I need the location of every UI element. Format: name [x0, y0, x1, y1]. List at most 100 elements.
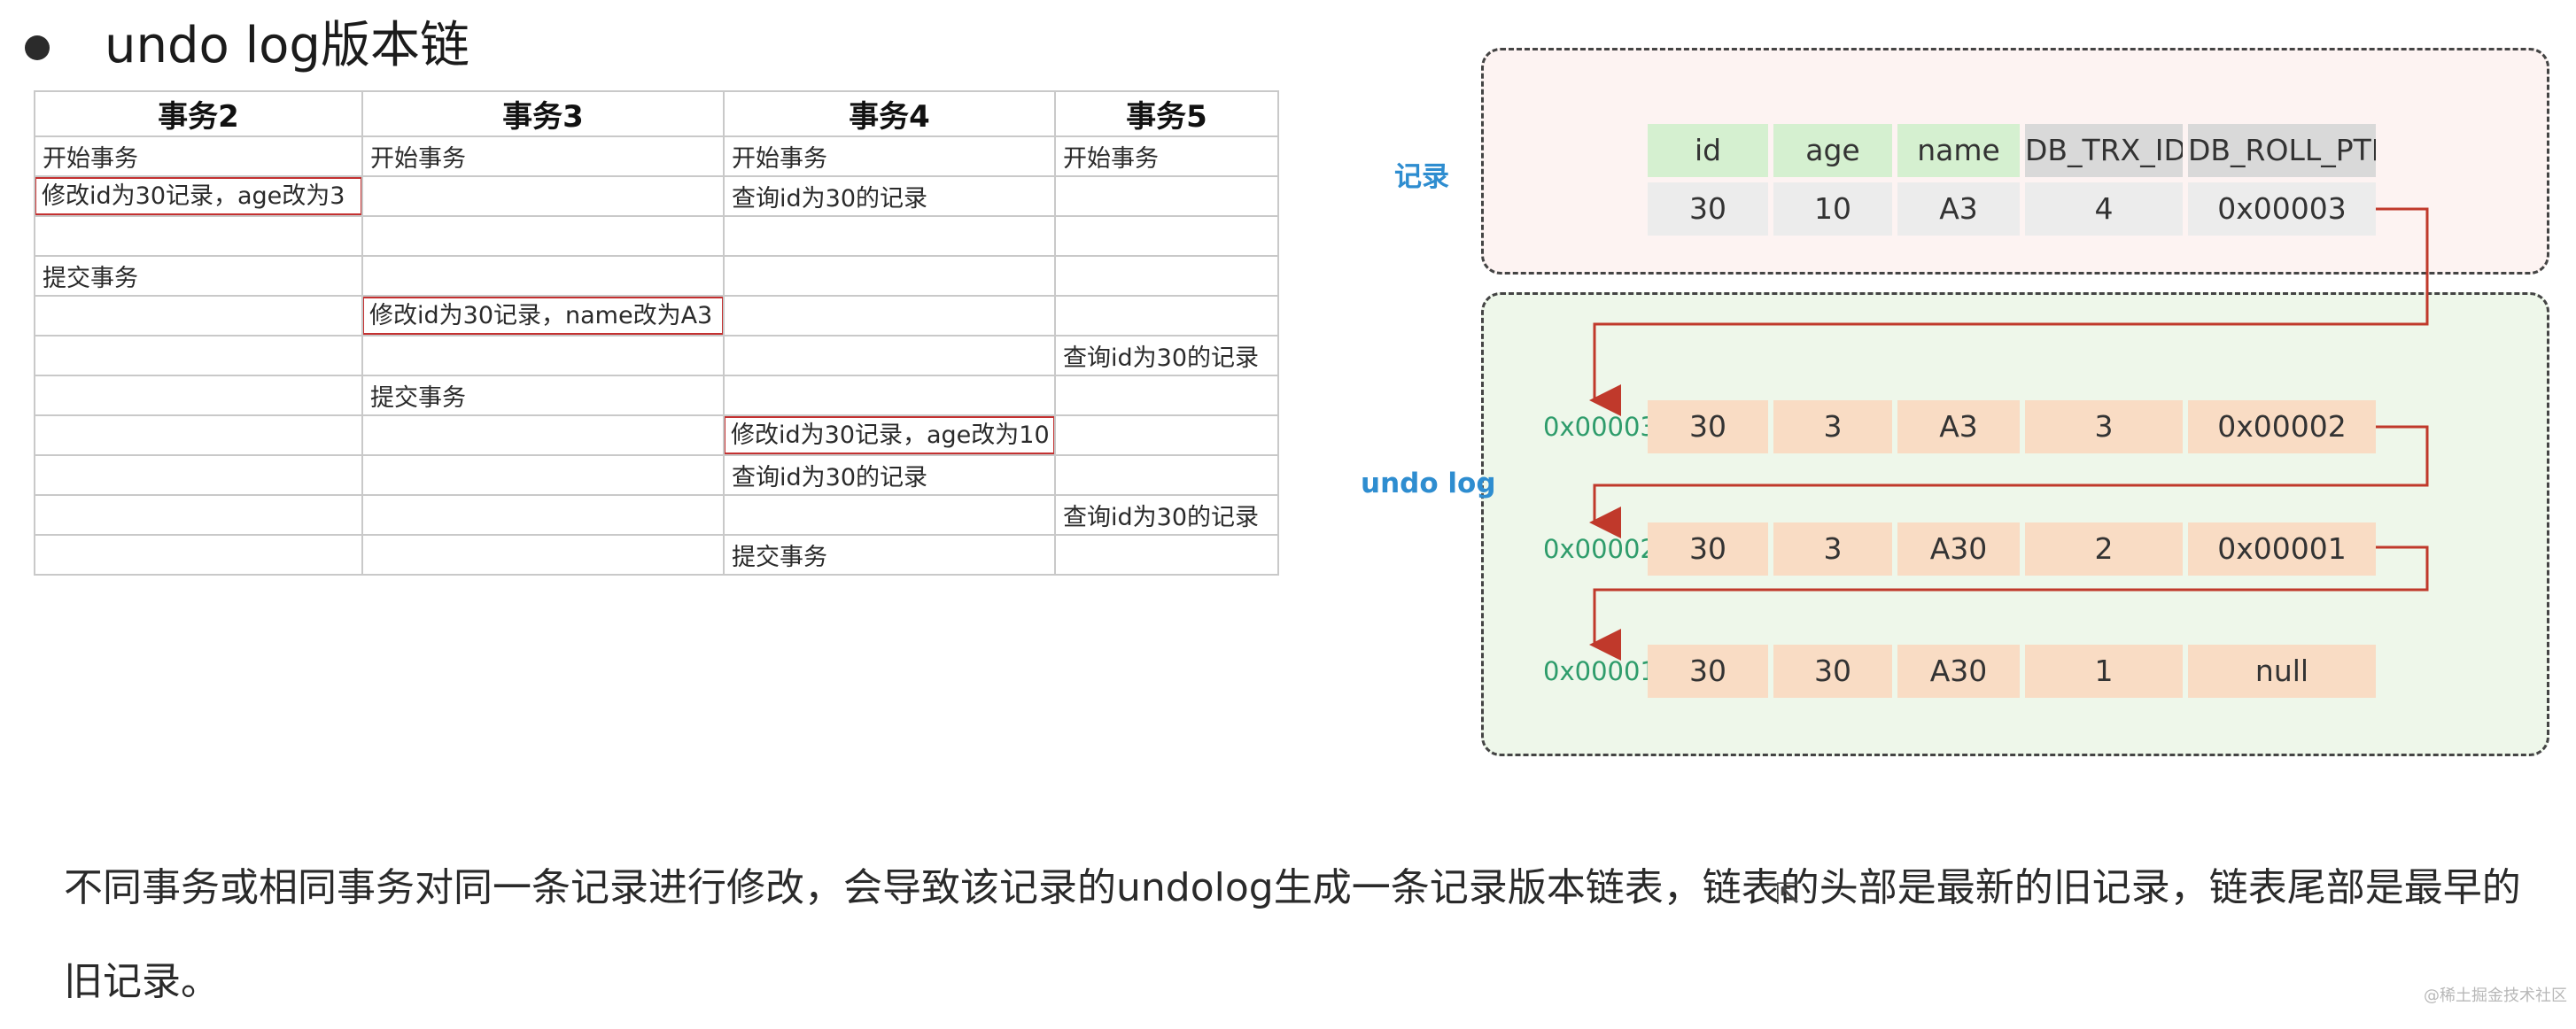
heading-bullet [25, 35, 50, 60]
undo-value-cell: A30 [1897, 645, 2020, 698]
watermark: @稀土掘金技术社区 [2424, 986, 2567, 1005]
table-row: 修改id为30记录，age改为10 [34, 414, 1279, 456]
column-header: 事务5 [1054, 90, 1279, 137]
table-cell [361, 215, 725, 257]
table-cell [1054, 215, 1279, 257]
record-column-header: id [1648, 124, 1768, 177]
table-cell [723, 295, 1056, 337]
table-row: 提交事务 [34, 255, 1279, 297]
table-cell [723, 494, 1056, 536]
table-cell [361, 494, 725, 536]
column-header: 事务2 [34, 90, 363, 137]
undo-value-cell: 3 [1773, 400, 1892, 453]
table-cell: 开始事务 [361, 135, 725, 177]
undo-value-cell: 3 [1773, 522, 1892, 576]
undo-value-cell: 30 [1648, 645, 1768, 698]
table-cell: 查询id为30的记录 [1054, 494, 1279, 536]
table-cell [723, 375, 1056, 416]
undo-value-cell: 3 [2025, 400, 2183, 453]
undo-value-cell: 30 [1773, 645, 1892, 698]
table-cell [1054, 534, 1279, 576]
table-cell [34, 534, 363, 576]
record-column-header: name [1897, 124, 2020, 177]
table-cell [34, 215, 363, 257]
highlighted-update-cell: 修改id为30记录，age改为3 [36, 178, 361, 214]
table-cell: 提交事务 [361, 375, 725, 416]
table-cell [34, 295, 363, 337]
table-cell: 提交事务 [723, 534, 1056, 576]
table-row: 修改id为30记录，age改为3 查询id为30的记录 [34, 175, 1279, 217]
column-header: 事务3 [361, 90, 725, 137]
undo-value-cell: A3 [1897, 400, 2020, 453]
table-cell [1054, 414, 1279, 456]
table-row: 开始事务开始事务开始事务开始事务 [34, 135, 1279, 177]
undo-value-cell: null [2188, 645, 2376, 698]
table-cell [1054, 295, 1279, 337]
record-value-cell: 4 [2025, 182, 2183, 236]
page-title: undo log版本链 [105, 17, 469, 74]
table-cell [1054, 375, 1279, 416]
table-cell: 查询id为30的记录 [1054, 335, 1279, 376]
undo-value-cell: 0x00001 [2188, 522, 2376, 576]
table-cell: 修改id为30记录，age改为10 [723, 414, 1056, 456]
column-header: 事务4 [723, 90, 1056, 137]
table-row: 修改id为30记录，name改为A3 [34, 295, 1279, 337]
table-cell [361, 175, 725, 217]
record-column-header: DB_TRX_ID [2025, 124, 2183, 177]
table-cell: 开始事务 [1054, 135, 1279, 177]
table-cell [723, 255, 1056, 297]
table-cell [723, 335, 1056, 376]
table-cell: 修改id为30记录，age改为3 [34, 175, 363, 217]
description-text: 不同事务或相同事务对同一条记录进行修改，会导致该记录的undolog生成一条记录… [64, 865, 2521, 1004]
highlighted-update-cell: 修改id为30记录，age改为10 [725, 417, 1053, 453]
record-column-header: age [1773, 124, 1892, 177]
undo-value-cell: 2 [2025, 522, 2183, 576]
table-cell: 查询id为30的记录 [723, 175, 1056, 217]
table-cell [1054, 255, 1279, 297]
record-value-cell: 0x00003 [2188, 182, 2376, 236]
table-cell: 查询id为30的记录 [723, 454, 1056, 496]
table-cell: 开始事务 [34, 135, 363, 177]
undo-value-cell: 1 [2025, 645, 2183, 698]
arrow-undo-1-to-undo-2 [1589, 425, 2429, 538]
record-label: 记录 [1394, 161, 1449, 193]
record-value-cell: 30 [1648, 182, 1768, 236]
table-cell [34, 335, 363, 376]
undo-entry-address: 0x00003 [1543, 412, 1657, 442]
table-cell: 开始事务 [723, 135, 1056, 177]
table-row: 提交事务 [34, 375, 1279, 416]
table-cell [361, 255, 725, 297]
table-cell [1054, 175, 1279, 217]
table-cell [361, 534, 725, 576]
table-cell [34, 414, 363, 456]
record-value-cell: 10 [1773, 182, 1892, 236]
undo-log-label: undo log [1361, 468, 1496, 499]
table-cell [34, 454, 363, 496]
table-cell [34, 375, 363, 416]
arrow-record-to-undo-1 [1589, 207, 2429, 416]
mouse-cursor-icon: ⇱ [1775, 877, 1801, 912]
undo-entry-address: 0x00001 [1543, 656, 1657, 686]
table-row: 查询id为30的记录 [34, 335, 1279, 376]
undo-value-cell: 30 [1648, 522, 1768, 576]
undo-value-cell: 0x00002 [2188, 400, 2376, 453]
table-row: 查询id为30的记录 [34, 494, 1279, 536]
table-cell [361, 335, 725, 376]
table-cell [1054, 454, 1279, 496]
table-cell [361, 454, 725, 496]
table-row: 查询id为30的记录 [34, 454, 1279, 496]
record-value-cell: A3 [1897, 182, 2020, 236]
table-cell [361, 414, 725, 456]
highlighted-update-cell: 修改id为30记录，name改为A3 [364, 298, 722, 334]
table-cell [723, 215, 1056, 257]
table-cell: 修改id为30记录，name改为A3 [361, 295, 725, 337]
table-row [34, 215, 1279, 257]
arrow-undo-2-to-undo-3 [1589, 545, 2429, 661]
undo-value-cell: 30 [1648, 400, 1768, 453]
undo-entry-address: 0x00002 [1543, 534, 1657, 564]
table-cell: 提交事务 [34, 255, 363, 297]
table-row: 提交事务 [34, 534, 1279, 576]
